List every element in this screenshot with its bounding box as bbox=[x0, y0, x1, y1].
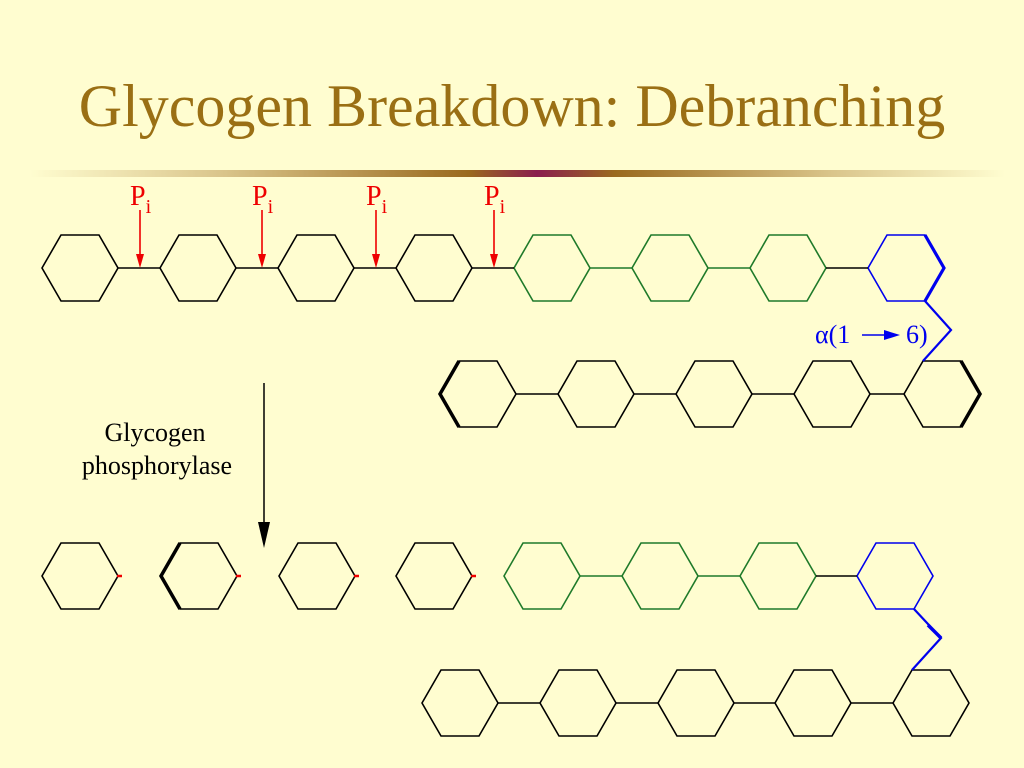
phosphate-arrow-head bbox=[490, 254, 498, 268]
phosphate-arrow-head bbox=[136, 254, 144, 268]
glucose-ring bbox=[631, 234, 709, 302]
glucose-ring bbox=[421, 669, 499, 737]
glucose-ring bbox=[41, 234, 119, 302]
phosphate-attack: Pi bbox=[366, 181, 388, 268]
phosphate-arrow-head bbox=[372, 254, 380, 268]
phosphate-subscript: i bbox=[268, 196, 274, 218]
glucose-ring bbox=[867, 234, 945, 302]
alpha-1-6-linkage bbox=[911, 608, 943, 671]
released-glucose-ring bbox=[278, 542, 356, 610]
slide-title: Glycogen Breakdown: Debranching bbox=[78, 73, 946, 139]
phosphate-subscript: i bbox=[382, 196, 388, 218]
glucose-ring bbox=[793, 360, 871, 428]
glucose-ring bbox=[277, 234, 355, 302]
glucose-ring bbox=[159, 234, 237, 302]
phosphate-arrow-head bbox=[258, 254, 266, 268]
phosphate-label: Pi bbox=[366, 181, 388, 218]
glucose-ring bbox=[513, 234, 591, 302]
glycosidic-bonds bbox=[117, 267, 904, 704]
phosphate-subscript: i bbox=[146, 196, 152, 218]
glucose-ring bbox=[557, 360, 635, 428]
phosphate-subscript: i bbox=[500, 196, 506, 218]
ring-bold-edge bbox=[923, 234, 946, 302]
enzyme-label-line1: Glycogen bbox=[104, 418, 205, 447]
phosphate-attack: Pi bbox=[484, 181, 506, 268]
ring-bold-edge bbox=[158, 542, 182, 610]
alpha-linkage-suffix: 6) bbox=[906, 320, 928, 349]
glucose-ring bbox=[856, 542, 934, 610]
branch-linkages bbox=[911, 300, 953, 671]
phosphate-label: Pi bbox=[252, 181, 274, 218]
enzyme-label-line2: phosphorylase bbox=[82, 451, 232, 480]
glucose-ring bbox=[539, 669, 617, 737]
title-divider bbox=[30, 170, 1005, 177]
glucose-rings bbox=[41, 234, 983, 737]
phosphate-attack: Pi bbox=[130, 181, 152, 268]
glucose-ring bbox=[395, 234, 473, 302]
phosphate-symbol: P bbox=[484, 181, 500, 212]
ring-bold-edge bbox=[959, 360, 983, 428]
reaction-arrow-head bbox=[258, 522, 270, 548]
glucose-ring bbox=[774, 669, 852, 737]
phosphate-symbol: P bbox=[366, 181, 382, 212]
glucose-ring bbox=[657, 669, 735, 737]
alpha-linkage-prefix: α(1 bbox=[815, 320, 850, 349]
glucose-ring bbox=[621, 542, 699, 610]
linkage-bold-segment bbox=[926, 623, 943, 640]
glucose-ring bbox=[739, 542, 817, 610]
phosphate-symbol: P bbox=[130, 181, 146, 212]
released-glucose-ring bbox=[395, 542, 473, 610]
alpha-linkage-arrow-head bbox=[884, 330, 900, 340]
phosphate-attack: Pi bbox=[252, 181, 274, 268]
released-glucose-ring bbox=[41, 542, 119, 610]
glucose-ring bbox=[749, 234, 827, 302]
phosphate-label: Pi bbox=[484, 181, 506, 218]
ring-bold-edge bbox=[437, 360, 461, 428]
glucose-ring bbox=[503, 542, 581, 610]
phosphate-label: Pi bbox=[130, 181, 152, 218]
glucose-ring bbox=[892, 669, 970, 737]
phosphate-symbol: P bbox=[252, 181, 268, 212]
alpha-1-6-linkage bbox=[922, 300, 953, 362]
glucose-ring bbox=[675, 360, 753, 428]
